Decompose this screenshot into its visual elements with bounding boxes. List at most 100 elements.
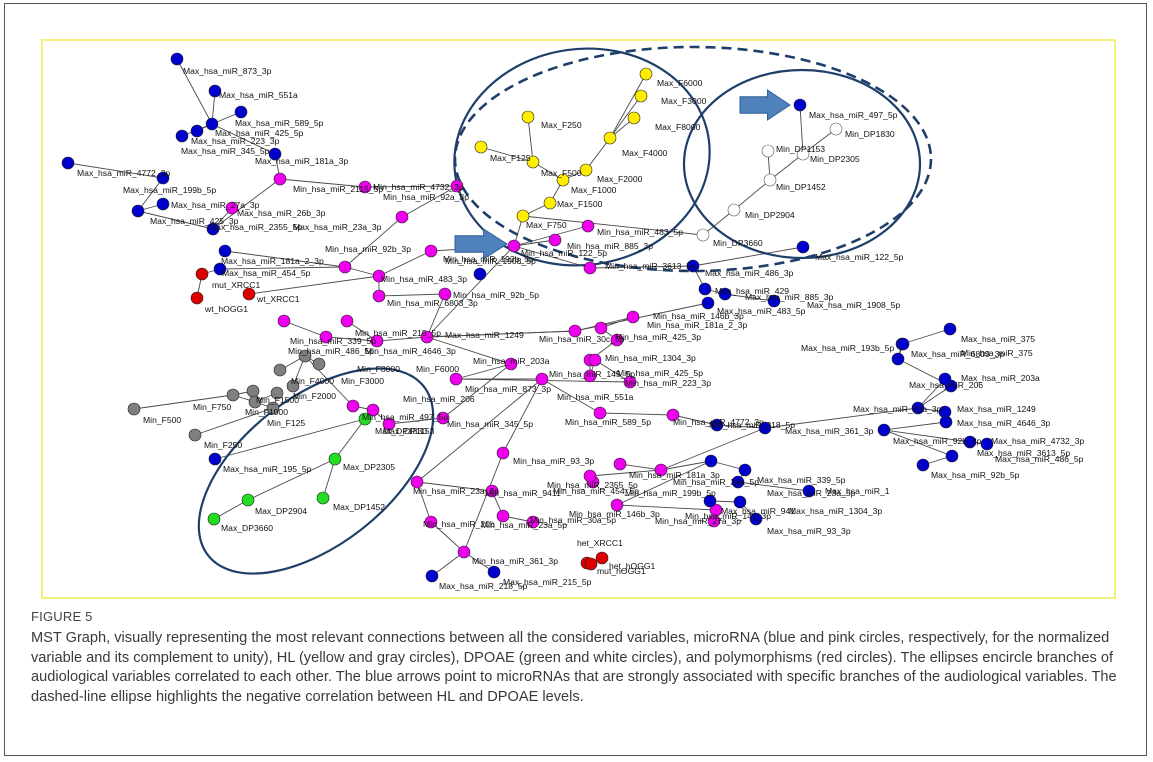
graph-edge xyxy=(426,245,515,338)
graph-node-pink xyxy=(358,180,372,194)
graph-node-label: Min_hsa_miR_375 xyxy=(961,348,1033,358)
graph-node-pink xyxy=(225,201,239,215)
graph-node-label: Min_F250 xyxy=(204,440,242,450)
graph-node-label: Max_hsa_miR_122_5p xyxy=(815,252,904,262)
graph-node-white xyxy=(696,228,710,242)
blue-arrow-1 xyxy=(454,228,508,260)
graph-node-gray xyxy=(270,386,284,400)
graph-node-pink xyxy=(548,233,562,247)
graph-edge xyxy=(609,95,642,139)
graph-node-white xyxy=(796,147,810,161)
graph-node-label: Max_F500 xyxy=(541,168,582,178)
graph-node-label: Max_hsa_miR_454_5p xyxy=(222,268,311,278)
graph-node-blue xyxy=(911,401,925,415)
graph-node-red xyxy=(190,291,204,305)
graph-edge xyxy=(214,418,366,460)
graph-edge xyxy=(137,177,164,212)
graph-edge xyxy=(799,104,804,155)
graph-node-yellow xyxy=(543,196,557,210)
graph-node-label: Max_hsa_miR_483_5p xyxy=(717,306,806,316)
graph-node-label: Max_hsa_miR_885_3p xyxy=(745,292,834,302)
graph-node-label: Max_F6000 xyxy=(657,78,703,88)
graph-node-label: Max_hsa_miR_26b_3p xyxy=(237,208,326,218)
graph-edge xyxy=(660,427,766,471)
graph-node-label: Min_hsa_miR_92a_3p xyxy=(383,192,469,202)
graph-node-pink xyxy=(319,330,333,344)
graph-node-label: Max_hsa_miR_23a_5p xyxy=(767,488,856,498)
graph-node-pink xyxy=(613,457,627,471)
graph-node-pink xyxy=(410,475,424,489)
graph-node-label: Max_hsa_miR_1304_3p xyxy=(789,506,882,516)
ellipse-hl-max-branch xyxy=(453,47,711,267)
graph-edge xyxy=(211,123,276,155)
graph-node-label: mut_XRCC1 xyxy=(212,280,260,290)
graph-edge xyxy=(247,458,336,501)
graph-node-blue xyxy=(802,484,816,498)
graph-edge xyxy=(660,460,712,471)
ellipse-dpoae-min-branch xyxy=(682,68,922,260)
graph-node-pink xyxy=(496,446,510,460)
graph-node-label: Max_F1500 xyxy=(557,199,603,209)
graph-node-label: Min_hsa_miR_122_5p xyxy=(521,248,607,258)
graph-node-label: Min_DP2904 xyxy=(745,210,795,220)
graph-node-label: Min_hsa_miR_483_5p xyxy=(597,227,683,237)
graph-edge xyxy=(279,178,366,188)
graph-node-blue xyxy=(963,435,977,449)
graph-node-label: Min_hsa_miR_27a_3p xyxy=(655,516,741,526)
graph-node-label: Max_hsa_miR_92b_3p xyxy=(893,436,982,446)
graph-node-label: Min_hsa_miR_30c_5p xyxy=(539,334,625,344)
graph-node-red xyxy=(584,557,598,571)
graph-node-label: Max_hsa_miR_23a_3p xyxy=(293,222,382,232)
graph-node-blue xyxy=(980,437,994,451)
graph-edge xyxy=(541,378,601,414)
graph-node-label: Max_hsa_miR_181a_3p xyxy=(255,156,348,166)
graph-edge xyxy=(692,246,804,267)
graph-node-pink xyxy=(420,330,434,344)
graph-node-label: Max_hsa_miR_6803_3p xyxy=(911,349,1004,359)
graph-edge xyxy=(364,185,458,188)
graph-node-green xyxy=(316,491,330,505)
graph-node-blue xyxy=(268,147,282,161)
graph-node-label: Max_F4000 xyxy=(622,148,668,158)
graph-node-label: Max_hsa_miR_425_3p xyxy=(150,216,239,226)
graph-node-blue xyxy=(208,452,222,466)
graph-node-pink xyxy=(507,239,521,253)
graph-edge xyxy=(527,116,534,163)
graph-node-yellow xyxy=(474,140,488,154)
graph-node-gray xyxy=(298,349,312,363)
graph-edge xyxy=(702,209,735,236)
graph-node-pink xyxy=(610,498,624,512)
graph-node-blue xyxy=(896,337,910,351)
graph-node-label: Min_hsa_miR_483_3p xyxy=(381,274,467,284)
graph-node-pink xyxy=(654,463,668,477)
graph-node-blue xyxy=(767,294,781,308)
graph-node-label: Max_hsa_miR_92a_3p xyxy=(853,404,942,414)
graph-node-pink xyxy=(449,372,463,386)
graph-node-label: Min_hsa_miR_223_3p xyxy=(625,378,711,388)
graph-node-label: Max_hsa_miR_199b_5p xyxy=(123,185,216,195)
graph-node-pink xyxy=(504,357,518,371)
graph-node-pink xyxy=(277,314,291,328)
graph-node-labels: Max_hsa_miR_873_3pMax_hsa_miR_551aMax_hs… xyxy=(77,66,1084,591)
graph-node-blue xyxy=(487,565,501,579)
graph-edge xyxy=(737,481,810,492)
graph-node-label: Min_hsa_miR_1304_3p xyxy=(605,353,696,363)
graph-node-pink xyxy=(338,260,352,274)
graph-node-label: Max_hsa_miR_27a_3p xyxy=(171,200,260,210)
graph-edge xyxy=(378,293,446,297)
graph-edge xyxy=(322,458,336,499)
graph-node-label: Max_hsa_miR_873_3p xyxy=(183,66,272,76)
graph-edge xyxy=(212,178,281,230)
graph-node-label: Max_DP1452 xyxy=(333,502,385,512)
graph-node-blue xyxy=(703,494,717,508)
graph-node-gray xyxy=(248,395,262,409)
graph-node-pink xyxy=(594,321,608,335)
graph-node-label: Max_F2000 xyxy=(597,174,643,184)
graph-edge xyxy=(194,407,274,436)
graph-node-red xyxy=(195,267,209,281)
graph-node-label: Max_hsa_miR_3613_5p xyxy=(977,448,1070,458)
graph-node-label: Min_hsa_miR_141_3p xyxy=(685,511,771,521)
graph-edge xyxy=(917,378,946,409)
graph-node-blue xyxy=(701,296,715,310)
graph-node-blue xyxy=(686,259,700,273)
